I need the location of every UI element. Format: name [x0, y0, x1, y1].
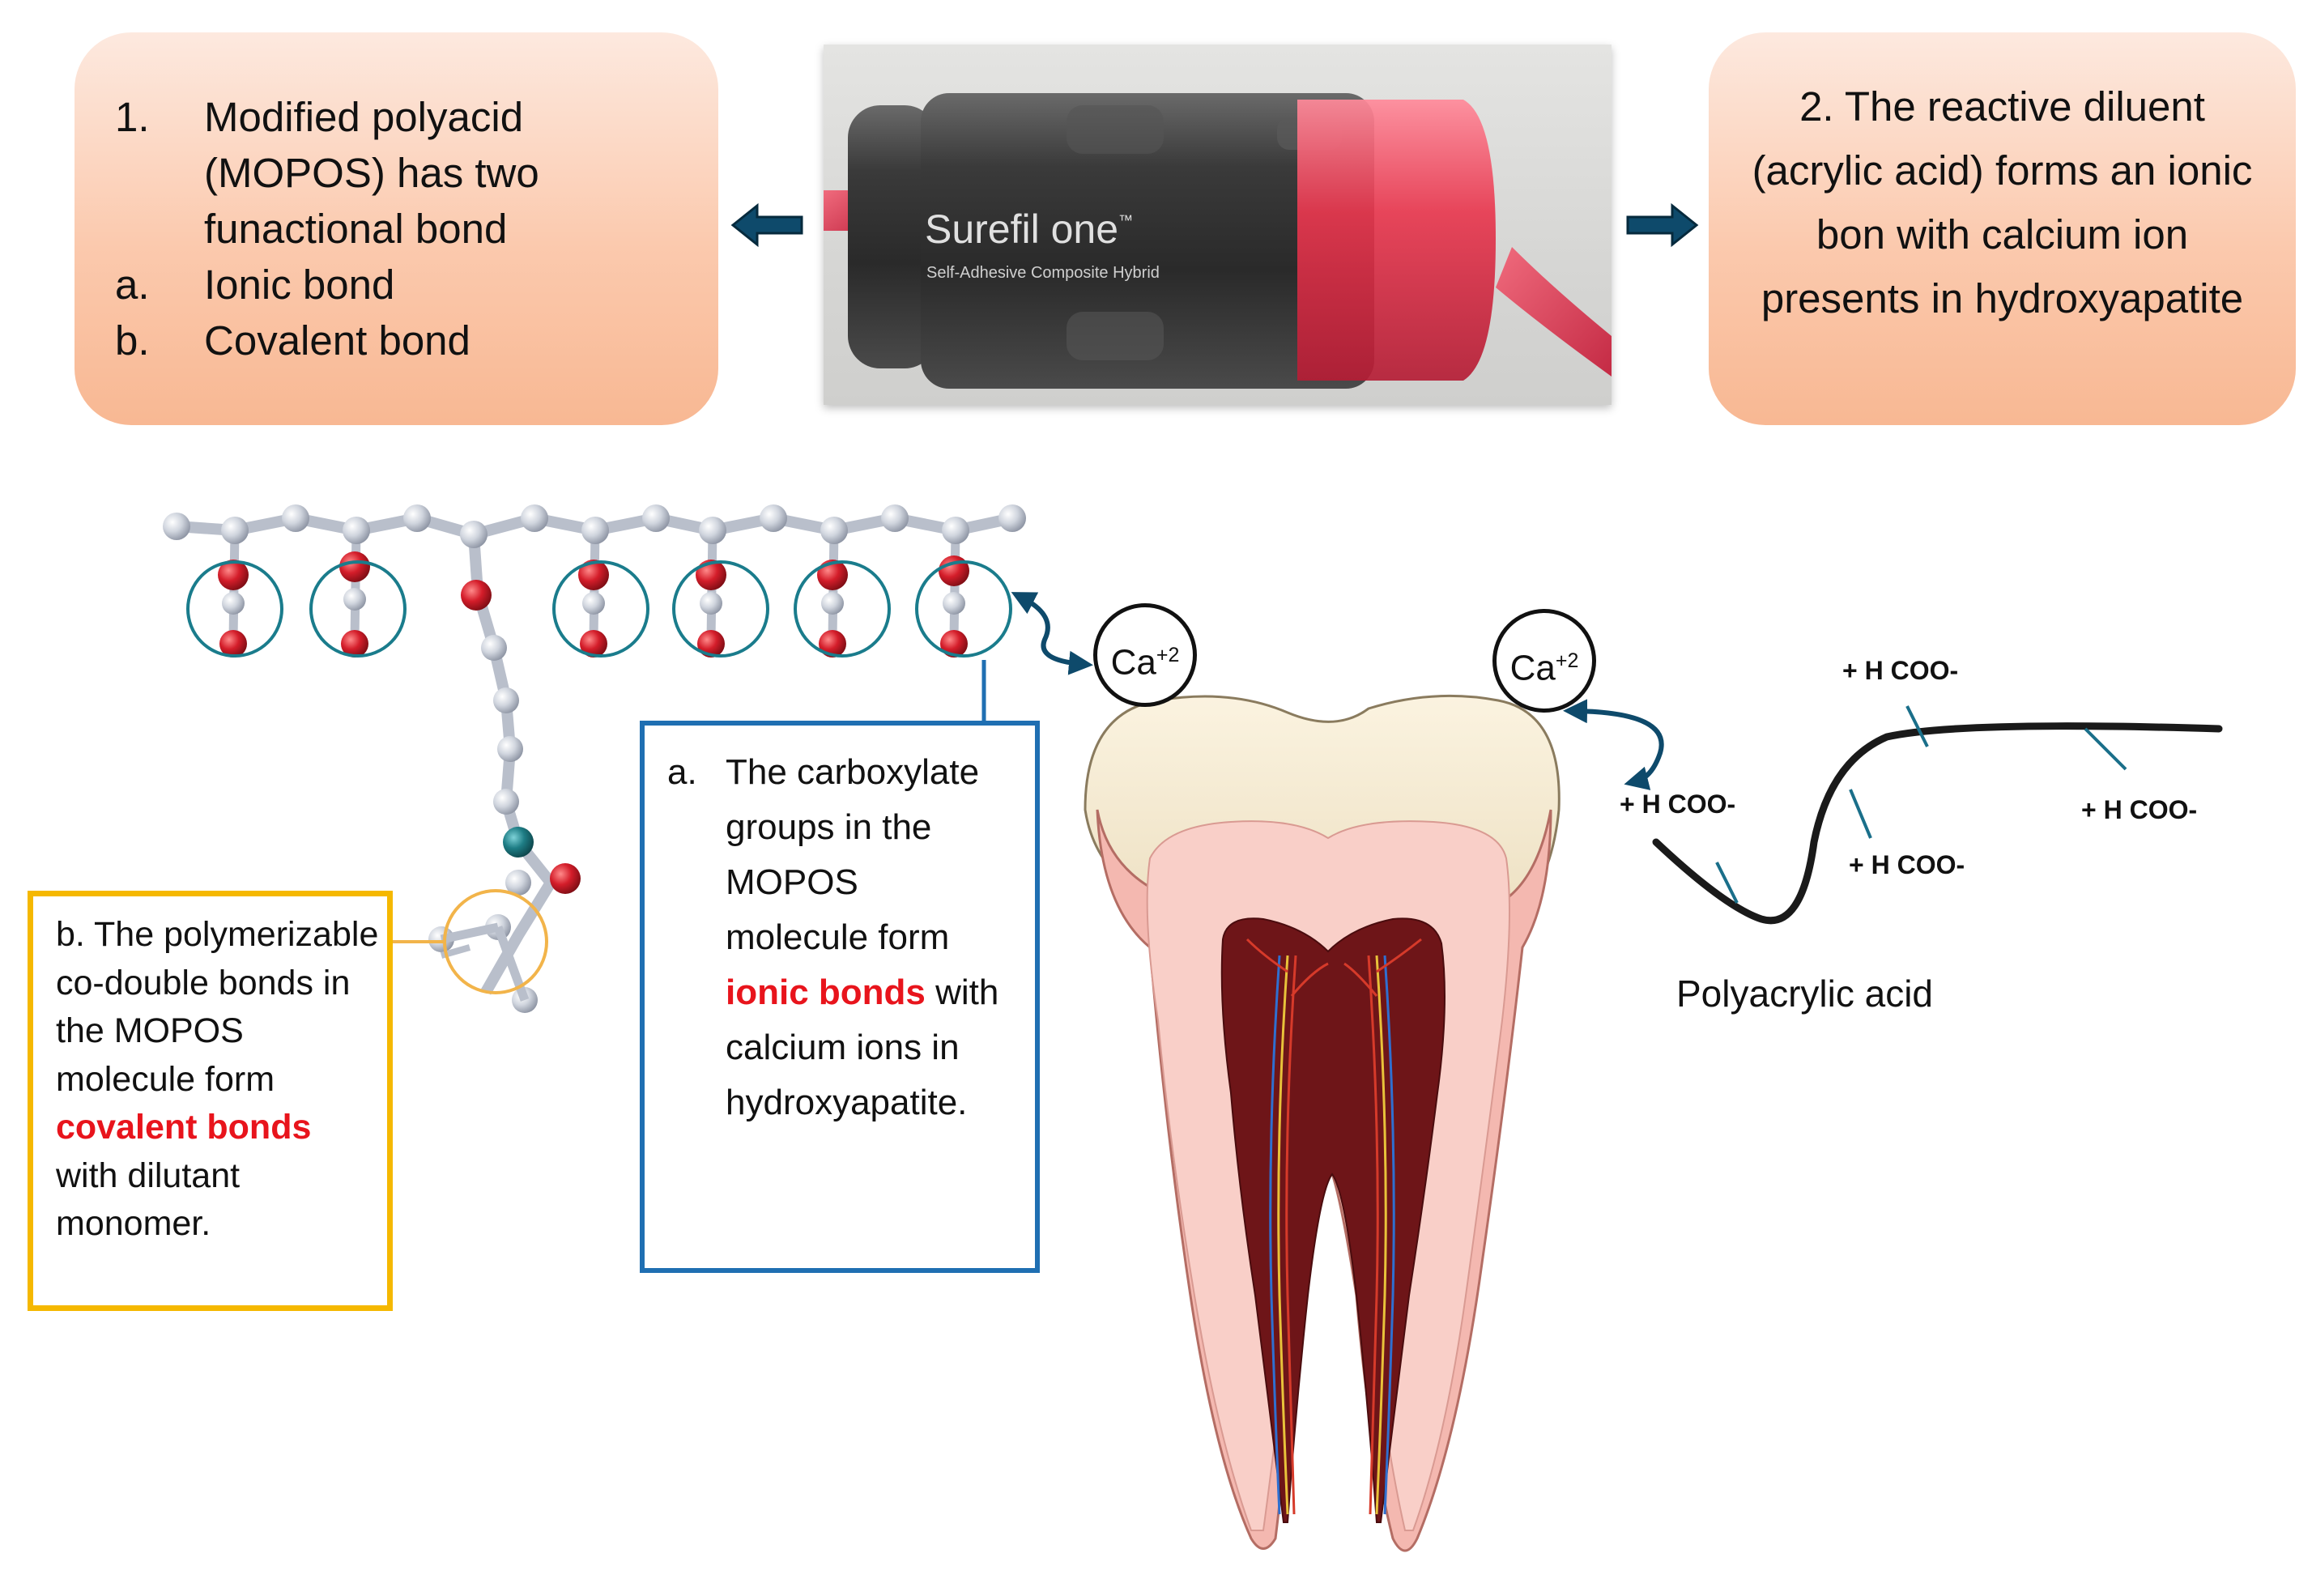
carboxyl-label: + H COO-	[1620, 789, 1736, 819]
mopos-summary-box: 1. Modified polyacid (MOPOS) has two fun…	[75, 32, 718, 425]
covalent-bond-box: b. The polymerizable co-double bonds in …	[28, 891, 393, 1311]
carboxyl-highlight-circles	[186, 560, 1012, 658]
polyacrylic-acid-label: Polyacrylic acid	[1676, 972, 1933, 1015]
reactive-diluent-text: 2. The reactive diluent (acrylic acid) f…	[1752, 83, 2253, 321]
double-bond-highlight-circle	[443, 889, 548, 994]
polyacrylic-side-bonds	[1715, 705, 2127, 904]
ionic-bond-text: a. The carboxylate groups in the MOPOS m…	[667, 745, 1024, 1130]
covalent-text-after: with dilutant monomer.	[56, 1156, 241, 1244]
carboxyl-label: + H COO-	[1842, 656, 1959, 685]
capsule-illustration: Surefil one™ Self-Adhesive Composite Hyb…	[824, 93, 1612, 389]
polyacrylic-interaction-arrow	[1563, 699, 1664, 790]
list-item: b. Covalent bond	[115, 313, 577, 368]
ionic-interaction-arrow	[1011, 592, 1093, 675]
molecule-atoms	[163, 504, 1026, 1013]
right-block-arrow	[1626, 202, 1699, 248]
calcium-ion-right: Ca+2	[1492, 609, 1596, 713]
mopos-list: 1. Modified polyacid (MOPOS) has two fun…	[115, 89, 577, 368]
product-subtitle: Self-Adhesive Composite Hybrid	[926, 264, 1160, 282]
ionic-bonds-highlight: ionic bonds	[726, 972, 926, 1012]
list-text: Covalent bond	[204, 317, 470, 364]
ionic-text-after: with calcium ions in hydroxyapatite.	[726, 972, 999, 1122]
carboxyl-label: + H COO-	[1849, 850, 1965, 879]
ionic-text-before: The carboxylate groups in the MOPOS mole…	[726, 752, 980, 957]
product-brand: Surefil one™	[925, 206, 1133, 252]
carboxyl-label: + H COO-	[2081, 795, 2198, 824]
tooth-illustration	[1084, 694, 1560, 1552]
left-block-arrow	[730, 202, 803, 248]
list-marker: b.	[115, 317, 150, 364]
calcium-ion-left: Ca+2	[1093, 603, 1197, 707]
polyacrylic-chain	[1652, 722, 2223, 925]
list-item: a. Ionic bond	[115, 257, 577, 313]
product-image: Surefil one™ Self-Adhesive Composite Hyb…	[824, 45, 1612, 405]
covalent-text-before: b. The polymerizable co-double bonds in …	[56, 915, 379, 1099]
list-marker: a.	[115, 262, 150, 308]
list-item: 1. Modified polyacid (MOPOS) has two fun…	[115, 89, 577, 257]
list-text: Modified polyacid (MOPOS) has two funact…	[204, 94, 539, 252]
reactive-diluent-box: 2. The reactive diluent (acrylic acid) f…	[1709, 32, 2296, 425]
covalent-bond-text: b. The polymerizable co-double bonds in …	[56, 911, 380, 1249]
ionic-bond-box: a. The carboxylate groups in the MOPOS m…	[640, 721, 1040, 1273]
carboxyl-groups	[218, 551, 969, 658]
list-marker: 1.	[115, 94, 150, 140]
ionic-box-marker: a.	[667, 752, 697, 792]
covalent-bonds-highlight: covalent bonds	[56, 1108, 312, 1147]
list-text: Ionic bond	[204, 262, 395, 308]
